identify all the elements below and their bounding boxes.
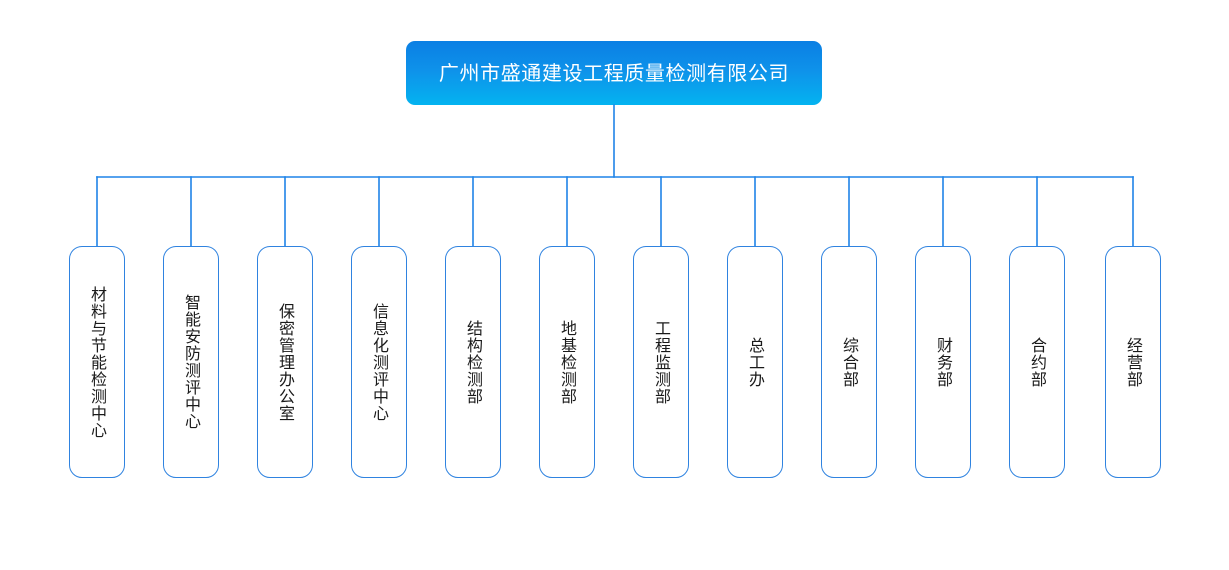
department-node[interactable]: 财务部: [915, 246, 971, 478]
department-node[interactable]: 工程监测部: [633, 246, 689, 478]
department-node[interactable]: 结构检测部: [445, 246, 501, 478]
root-node-company[interactable]: 广州市盛通建设工程质量检测有限公司: [406, 41, 822, 105]
department-node-label: 财务部: [933, 336, 953, 388]
department-node-label: 总工办: [745, 336, 765, 388]
department-node-label: 智能安防测评中心: [181, 294, 201, 430]
department-node-label: 保密管理办公室: [275, 302, 295, 422]
department-node[interactable]: 信息化测评中心: [351, 246, 407, 478]
department-node[interactable]: 材料与节能检测中心: [69, 246, 125, 478]
department-node-label: 经营部: [1123, 336, 1143, 388]
department-node-label: 合约部: [1027, 336, 1047, 388]
department-node-label: 材料与节能检测中心: [87, 285, 107, 439]
department-node-label: 结构检测部: [463, 319, 483, 405]
department-node[interactable]: 总工办: [727, 246, 783, 478]
department-node[interactable]: 综合部: [821, 246, 877, 478]
root-node-label: 广州市盛通建设工程质量检测有限公司: [438, 61, 790, 85]
department-node[interactable]: 保密管理办公室: [257, 246, 313, 478]
department-node-label: 信息化测评中心: [369, 302, 389, 422]
department-node[interactable]: 智能安防测评中心: [163, 246, 219, 478]
department-node[interactable]: 合约部: [1009, 246, 1065, 478]
department-node[interactable]: 经营部: [1105, 246, 1161, 478]
department-node-label: 地基检测部: [557, 319, 577, 405]
department-node[interactable]: 地基检测部: [539, 246, 595, 478]
department-node-label: 工程监测部: [651, 319, 671, 405]
department-node-label: 综合部: [839, 336, 859, 388]
